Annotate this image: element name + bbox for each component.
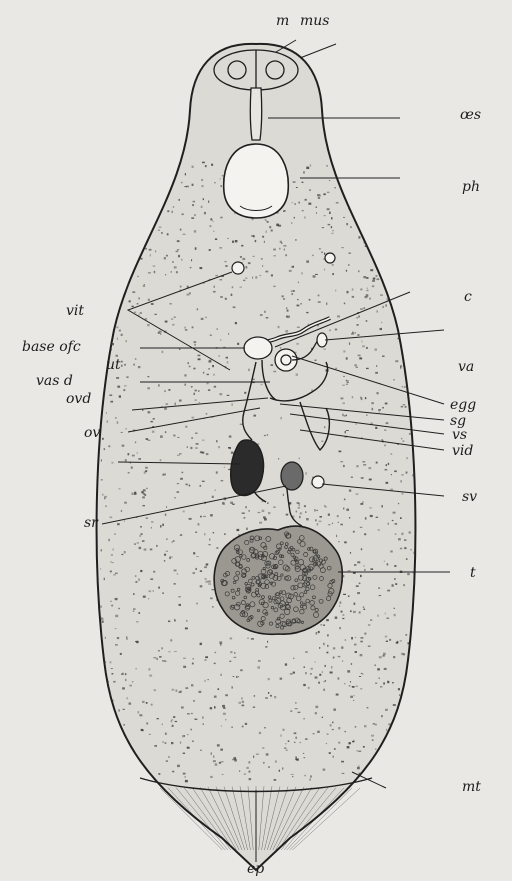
label-ut: ut (106, 358, 121, 372)
label-mt: mt (462, 780, 481, 794)
pharynx (224, 144, 289, 218)
label-ep: ep (247, 862, 264, 876)
label-sg: sg (450, 414, 466, 428)
seminal-receptacle (281, 462, 303, 490)
label-sv: sv (462, 490, 477, 504)
label-t: t (470, 566, 476, 580)
label-vid: vid (452, 444, 473, 458)
label-vit: vit (66, 304, 84, 318)
label-vs: vs (452, 428, 467, 442)
base-ofc (244, 337, 272, 359)
label-mus: mus (300, 14, 329, 28)
label-va: va (458, 360, 474, 374)
ovary (231, 440, 264, 495)
label-sr: sr (84, 516, 98, 530)
label-c: c (464, 290, 472, 304)
label-m: m (276, 14, 289, 28)
label-egg: egg (450, 398, 476, 412)
label-oes: œs (460, 108, 481, 122)
label-ph: ph (462, 180, 480, 194)
label-vas-d: vas d (36, 374, 73, 388)
label-ovd: ovd (66, 392, 91, 406)
label-ov: ov (84, 426, 100, 440)
oesophagus (250, 88, 261, 140)
seminal-vesicle (312, 476, 324, 488)
label-base-ofc: base ofc (22, 340, 81, 354)
